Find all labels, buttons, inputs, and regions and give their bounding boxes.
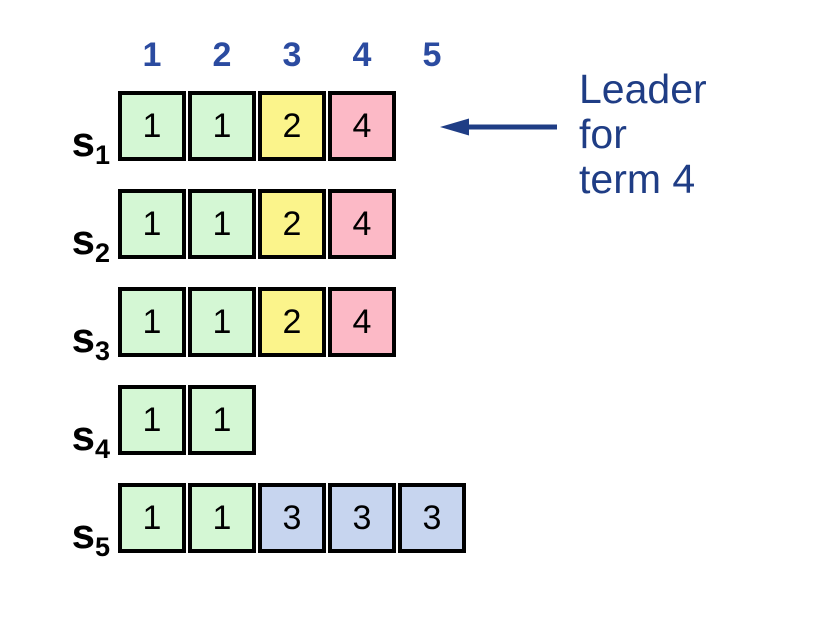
log-entry-cell: 1 [118,91,186,161]
log-entry-cell: 2 [258,287,326,357]
server-row: s1 1 1 2 4 [20,91,396,169]
log-index-label: 1 [142,36,162,74]
leader-arrow-icon [440,118,557,136]
server-label: s3 [71,314,110,366]
leader-annotation-line: Leader [579,66,707,112]
log-index-label: 5 [422,36,442,74]
server-row: s5 1 1 3 3 3 [20,483,466,561]
log-entry-cell: 3 [398,483,466,553]
server-label: s4 [71,412,110,464]
log-entry-cell: 1 [188,287,256,357]
log-entry-cell: 1 [118,189,186,259]
leader-annotation-line: term 4 [579,156,696,202]
log-entry-cell: 1 [188,189,256,259]
log-row: 1 1 [118,385,256,455]
leader-annotation: Leader for term 4 [579,67,707,202]
log-entry-cell: 4 [328,287,396,357]
log-entry-cell: 1 [118,287,186,357]
log-entry-cell: 1 [188,91,256,161]
log-entry-cell: 2 [258,189,326,259]
server-row: s3 1 1 2 4 [20,287,396,365]
server-label: s1 [71,118,110,170]
log-row: 1 1 3 3 3 [118,483,466,553]
log-entry-cell: 3 [328,483,396,553]
log-entry-cell: 1 [188,385,256,455]
leader-annotation-line: for [579,111,627,157]
server-row: s4 1 1 [20,385,256,463]
server-label: s2 [71,216,110,268]
log-index-label: 4 [352,36,372,74]
log-index-label: 2 [212,36,232,74]
log-row: 1 1 2 4 [118,287,396,357]
log-entry-cell: 3 [258,483,326,553]
log-entry-cell: 4 [328,189,396,259]
log-entry-cell: 1 [118,385,186,455]
log-entry-cell: 2 [258,91,326,161]
log-entry-cell: 1 [118,483,186,553]
log-entry-cell: 1 [188,483,256,553]
server-label: s5 [71,510,110,562]
server-row: s2 1 1 2 4 [20,189,396,267]
log-row: 1 1 2 4 [118,91,396,161]
log-index-label: 3 [282,36,302,74]
log-row: 1 1 2 4 [118,189,396,259]
log-entry-cell: 4 [328,91,396,161]
